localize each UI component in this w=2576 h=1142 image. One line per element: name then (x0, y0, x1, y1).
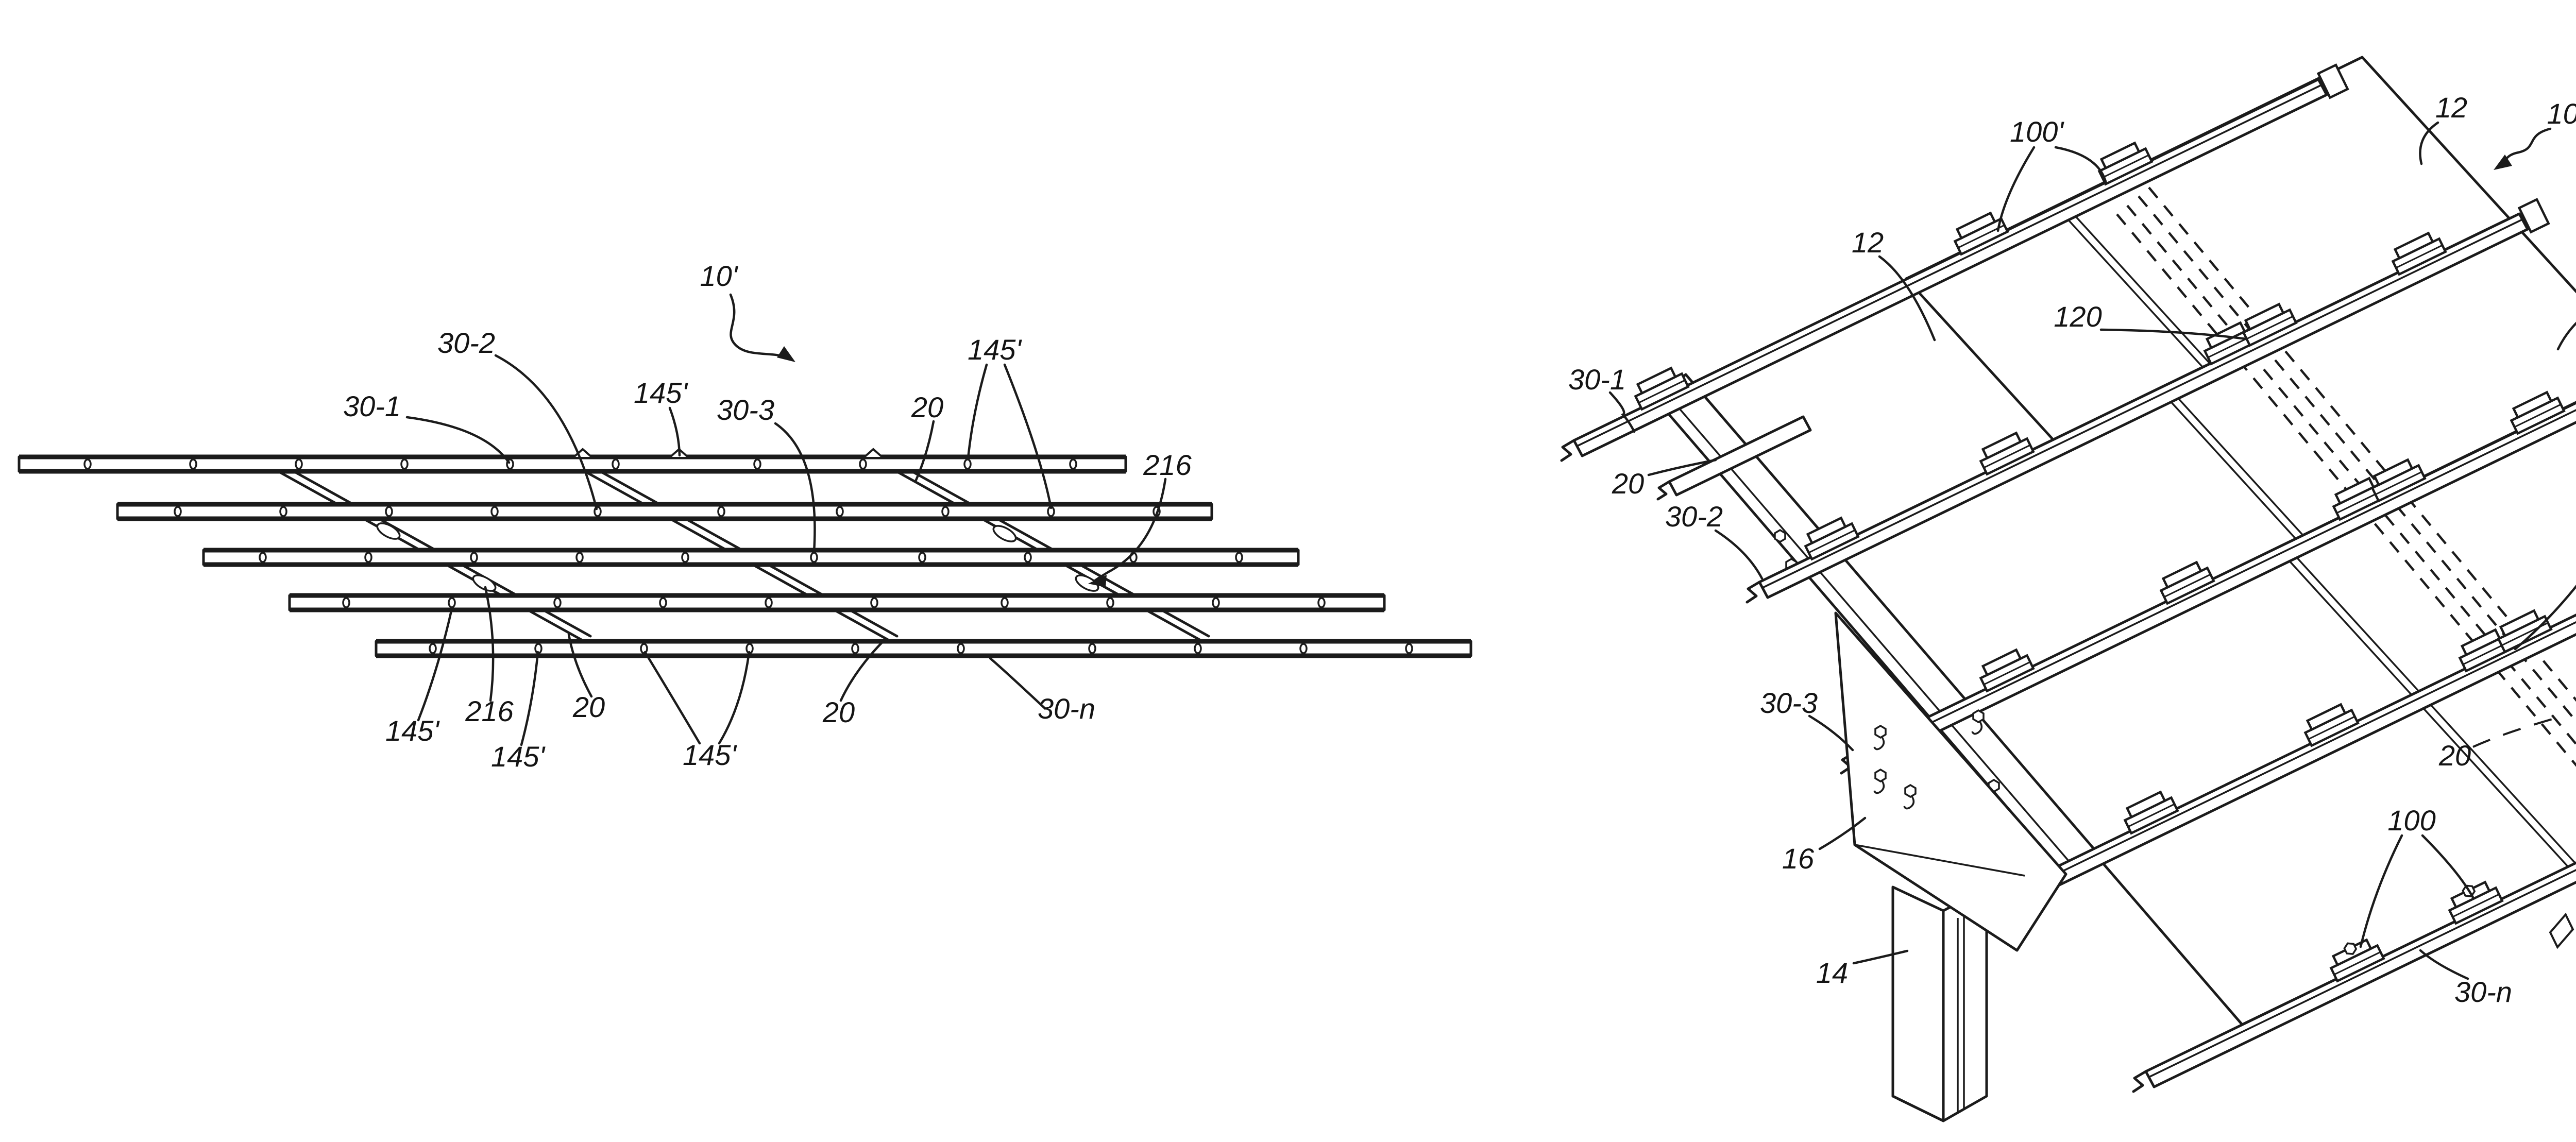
leader-14 (1852, 949, 1909, 965)
rail-30-n (375, 639, 1472, 658)
leader-100-a1 (2359, 834, 2403, 948)
leader-145p-tr-2 (1003, 363, 1053, 509)
figure-left-rail-assembly: 10' 30-1 30-2 145' 30-3 20 145' 216 145'… (18, 260, 1472, 773)
leader-12-b (2419, 121, 2439, 165)
brace-apertures (376, 522, 1099, 592)
label-30-3-right: 30-3 (1760, 687, 1818, 719)
leader-120-a (2099, 328, 2248, 340)
leader-145p-bl (417, 609, 453, 722)
rail-30-1 (18, 448, 1127, 474)
label-20-bot1: 20 (572, 691, 605, 723)
figure-right-array-perspective: 100' 12 120 30-1 20 30-2 30-3 16 14 20 1… (1560, 56, 2576, 1122)
leader-10-prime (729, 293, 788, 359)
label-145p-b2: 145' (491, 740, 546, 773)
hidden-rail-dashed-lines (2116, 186, 2576, 767)
leader-20-top (914, 420, 935, 482)
label-145p-tr: 145' (968, 333, 1022, 366)
label-12-a: 12 (1852, 226, 1884, 259)
label-120-a: 120 (2054, 300, 2102, 333)
leader-20-bot1 (567, 633, 593, 698)
leaders-right (1608, 121, 2576, 980)
leader-145p-b2 (520, 651, 539, 746)
label-10-prime-right: 10' (2547, 97, 2576, 130)
label-20-a: 20 (1612, 467, 1644, 500)
leader-216-bot (484, 586, 495, 702)
leader-30-n (2419, 949, 2469, 980)
leader-145p-b3-1 (643, 651, 701, 745)
arrowhead-10-prime (777, 346, 795, 362)
leader-30-n (989, 657, 1046, 710)
label-30-n-right: 30-n (2454, 976, 2512, 1008)
label-100-prime: 100' (2010, 115, 2064, 148)
leader-30-1 (1608, 391, 1636, 433)
arrowhead-216 (1088, 575, 1107, 587)
rail-30-3 (202, 548, 1300, 567)
leader-145p-tr-1 (967, 363, 988, 460)
label-30-2-right: 30-2 (1665, 500, 1723, 533)
label-20-top: 20 (911, 391, 943, 423)
label-145p-mid: 145' (634, 377, 688, 409)
leader-216-top (1093, 478, 1167, 583)
label-30-n-left: 30-n (1038, 692, 1095, 725)
leader-16 (1818, 816, 1867, 850)
rail-30-n-persp (2132, 861, 2576, 1093)
label-20-b: 20 (2438, 739, 2471, 772)
leader-30-2 (494, 354, 598, 510)
leader-30-1 (405, 416, 511, 464)
rail-tab (2546, 914, 2576, 947)
leader-100-a2 (2421, 834, 2475, 899)
label-14: 14 (1816, 957, 1848, 989)
leader-145p-b3-2 (718, 651, 751, 745)
support-post (1891, 885, 1988, 1122)
label-30-1: 30-1 (343, 390, 401, 422)
leader-120-b (2514, 585, 2576, 651)
leader-100p-2 (1996, 146, 2036, 232)
clamp-wedge (863, 448, 883, 458)
rail-30-2 (116, 502, 1213, 521)
label-145p-bl: 145' (385, 714, 440, 747)
leader-100p-1 (2054, 146, 2108, 185)
panel-seams (2055, 201, 2576, 867)
label-16: 16 (1782, 842, 1815, 875)
label-216-bot: 216 (465, 695, 514, 727)
label-216-top: 216 (1143, 449, 1192, 481)
leader-12-a (1878, 255, 1936, 342)
leader-10-prime-arrow (2501, 127, 2552, 164)
beam-bolt (1774, 529, 1786, 543)
label-30-3: 30-3 (717, 394, 774, 426)
leader-30-3 (1808, 714, 1854, 752)
label-12-b: 12 (2435, 91, 2467, 124)
bearing-gusset-16 (1834, 611, 2067, 952)
leader-20-bot2 (839, 639, 886, 702)
leader-20-b (2472, 716, 2560, 748)
rail-4 (288, 593, 1386, 612)
arrowhead-10-prime-right (2494, 155, 2512, 170)
label-20-bot2: 20 (822, 696, 855, 728)
leader-145p-mid (668, 406, 681, 457)
rail-stub-20 (1656, 415, 1812, 501)
leader-30-3 (774, 422, 816, 554)
label-10-prime: 10' (700, 260, 739, 292)
label-30-1-right: 30-1 (1568, 363, 1626, 396)
leader-30-2 (1714, 529, 1764, 580)
leader-20-a (1647, 458, 1717, 476)
label-30-2: 30-2 (437, 327, 495, 359)
label-100-a: 100 (2387, 804, 2435, 837)
label-145p-b3: 145' (683, 739, 737, 771)
leaders-left (405, 293, 1167, 746)
rail-30-1-persp (1560, 65, 2348, 462)
